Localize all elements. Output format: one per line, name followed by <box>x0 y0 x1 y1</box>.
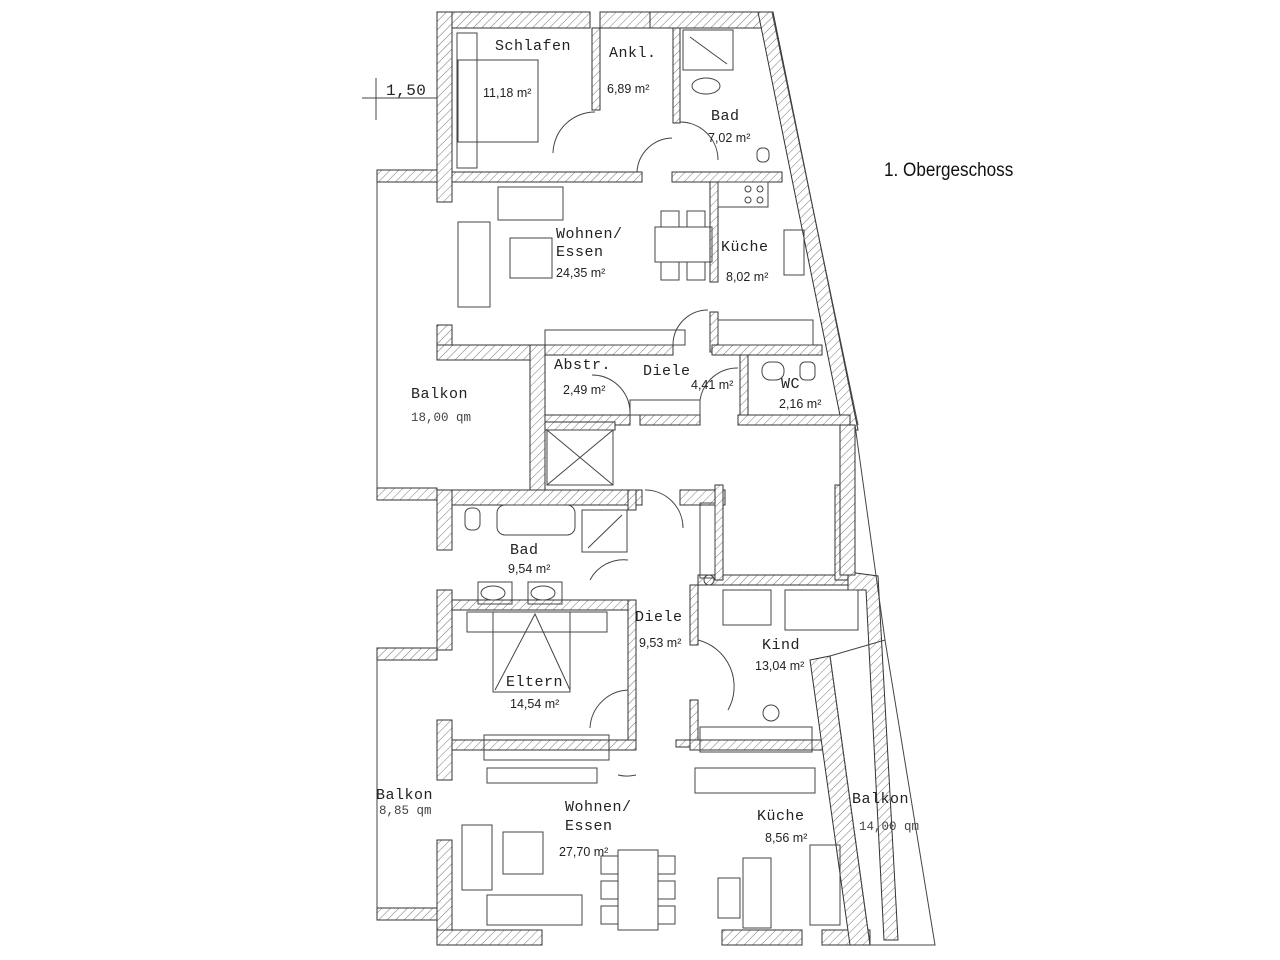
dimension-label: 1,50 <box>386 82 427 100</box>
room-area-kind: 13,04 m² <box>755 659 805 673</box>
room-area-wohnen-upper: 24,35 m² <box>556 266 606 280</box>
room-name-abstr: Abstr. <box>554 357 612 374</box>
fixtures <box>362 11 936 946</box>
room-area-diele-lower: 9,53 m² <box>639 636 682 650</box>
room-name-kueche-lower: Küche <box>757 808 805 825</box>
walls <box>376 11 899 946</box>
room-name-kind: Kind <box>762 637 801 654</box>
room-area-bad-upper: 7,02 m² <box>708 131 751 145</box>
room-area-diele-upper: 4,41 m² <box>691 378 734 392</box>
room-area-kueche-upper: 8,02 m² <box>726 270 769 284</box>
room-area-kueche-lower: 8,56 m² <box>765 831 808 845</box>
room-area-bad-lower: 9,54 m² <box>508 562 551 576</box>
balcony-name-upper: Balkon <box>411 386 469 403</box>
room-name-wohnen-lower: Wohnen/ <box>565 799 632 816</box>
room-area-wohnen-lower: 27,70 m² <box>559 845 609 859</box>
room-name-eltern: Eltern <box>506 674 564 691</box>
room-area-abstr: 2,49 m² <box>563 383 606 397</box>
room-name2-wohnen-lower: Essen <box>565 818 613 835</box>
room-area-wc: 2,16 m² <box>779 397 822 411</box>
balcony-size-lower-right: 14,00 qm <box>859 820 920 834</box>
room-name-diele-lower: Diele <box>635 609 683 626</box>
room-name-wohnen-upper: Wohnen/ <box>556 226 623 243</box>
balcony-name-lower-left: Balkon <box>376 787 434 804</box>
balcony-size-lower-left: 8,85 qm <box>379 804 432 818</box>
room-area-ankl: 6,89 m² <box>607 82 650 96</box>
balcony-name-lower-right: Balkon <box>852 791 910 808</box>
room-name-ankl: Ankl. <box>609 45 657 62</box>
room-area-schlafen: 11,18 m² <box>483 86 532 100</box>
room-name-bad-lower: Bad <box>510 542 539 559</box>
room-name-bad-upper: Bad <box>711 108 740 125</box>
floor-title: 1. Obergeschoss <box>884 160 1014 181</box>
room-name-schlafen: Schlafen <box>495 38 572 55</box>
balcony-size-upper: 18,00 qm <box>411 411 472 425</box>
room-name-diele-upper: Diele <box>643 363 691 380</box>
room-area-eltern: 14,54 m² <box>510 697 560 711</box>
room-name2-wohnen-upper: Essen <box>556 244 604 261</box>
room-name-kueche-upper: Küche <box>721 239 769 256</box>
room-name-wc: WC <box>781 376 801 393</box>
